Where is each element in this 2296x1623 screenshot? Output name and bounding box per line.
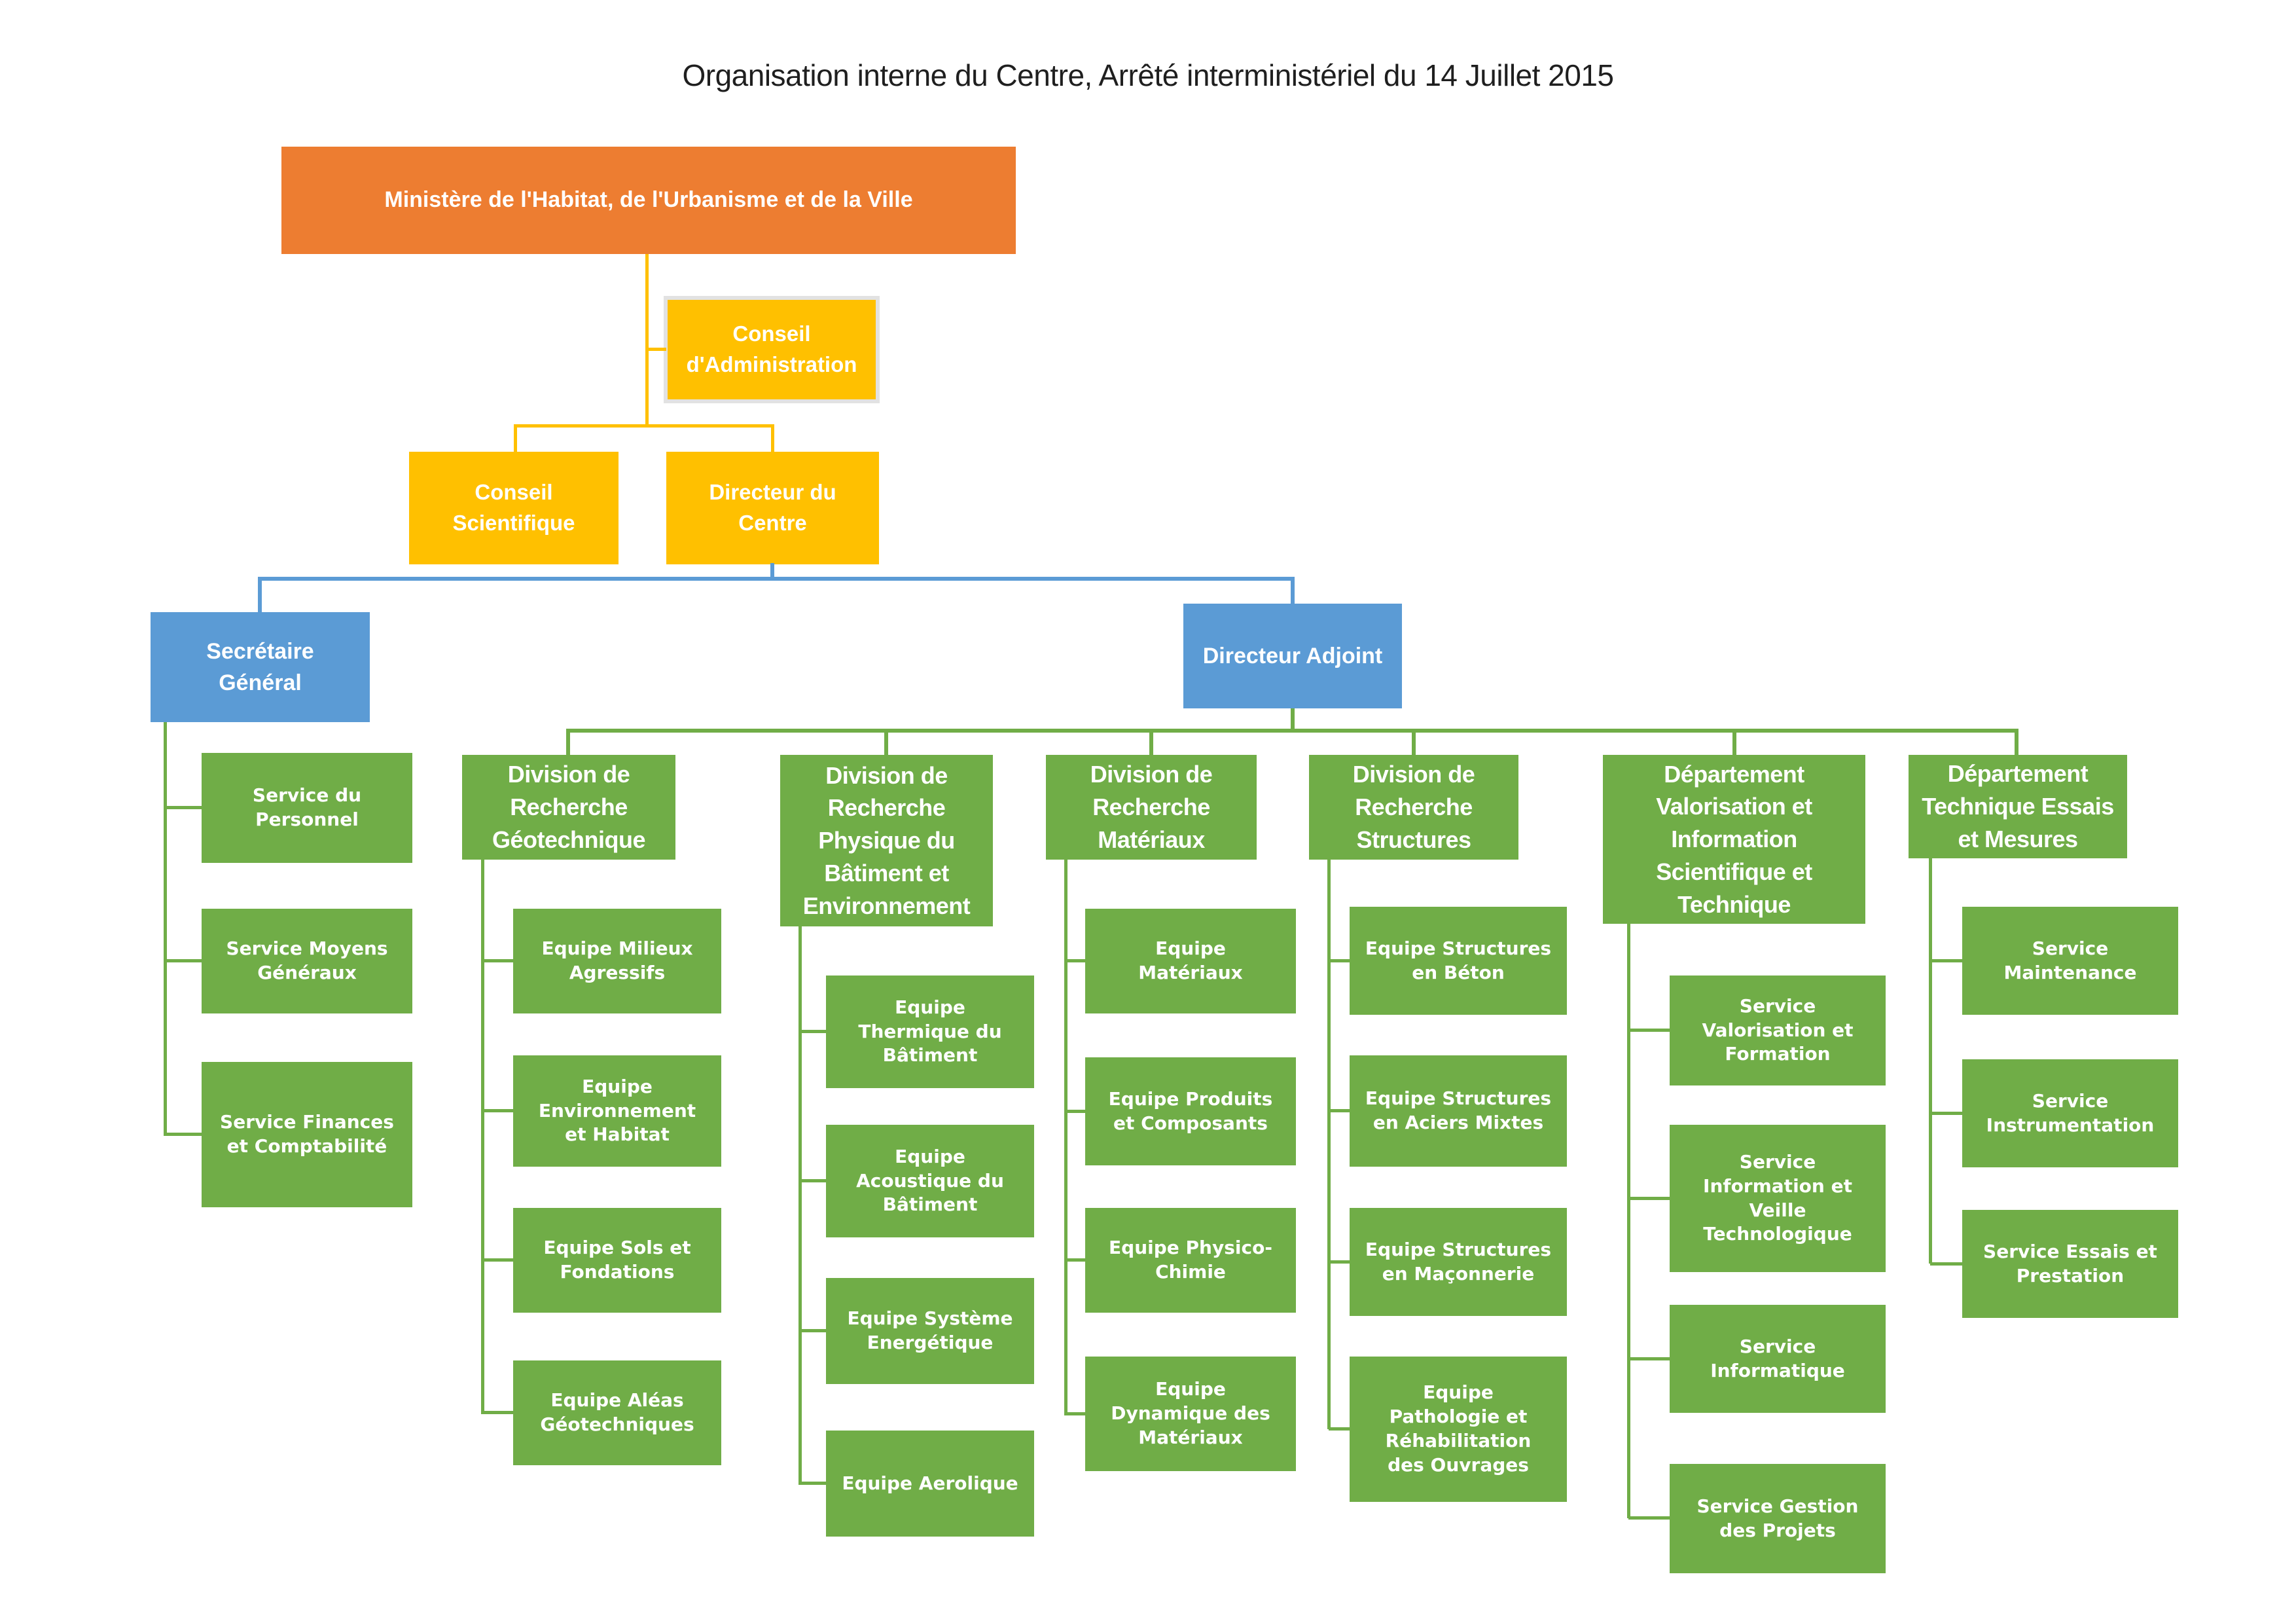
connector-col4-elbow-4 (1329, 1427, 1351, 1431)
node-service-essais-prestation: Service Essais et Prestation (1962, 1210, 2178, 1318)
connector-trunk-drop-2 (884, 731, 888, 756)
node-service-valorisation-formation: Service Valorisation et Formation (1670, 976, 1886, 1085)
connector-sg-elbow-2 (165, 959, 202, 962)
node-equipe-aleas-geotechniques: Equipe Aléas Géotechniques (513, 1360, 721, 1465)
connector-col5-elbow-2 (1628, 1197, 1670, 1200)
node-conseil-administration: Conseil d'Administration (664, 296, 880, 403)
connector-sec-gen-drop (258, 579, 262, 613)
node-equipe-dynamique-materiaux: Equipe Dynamique des Matériaux (1085, 1357, 1296, 1471)
node-service-informatique: Service Informatique (1670, 1305, 1886, 1413)
connector-ministere-riser (645, 254, 649, 428)
connector-trunk-drop-4 (1412, 731, 1416, 756)
node-service-personnel: Service du Personnel (202, 753, 412, 863)
connector-col3-elbow-1 (1066, 959, 1086, 962)
connector-col6-elbow-3 (1930, 1262, 1962, 1266)
node-equipe-environnement-habitat: Equipe Environnement et Habitat (513, 1055, 721, 1167)
connector-col4-elbow-2 (1329, 1109, 1351, 1112)
node-secretaire-general: Secrétaire Général (151, 612, 370, 722)
node-equipe-sols-fondations: Equipe Sols et Fondations (513, 1208, 721, 1313)
connector-col2-elbow-3 (800, 1329, 827, 1332)
node-service-instrumentation: Service Instrumentation (1962, 1059, 2178, 1167)
connector-dir-centre-drop (771, 426, 774, 453)
connector-conseil-sci-drop (514, 426, 517, 453)
connector-col4-elbow-1 (1329, 959, 1351, 962)
connector-col5-elbow-3 (1628, 1357, 1670, 1360)
connector-col5-elbow-1 (1628, 1029, 1670, 1032)
page-title: Organisation interne du Centre, Arrêté i… (682, 58, 1614, 92)
connector-sg-spine (164, 722, 167, 1136)
node-equipe-systeme-energetique: Equipe Système Energétique (826, 1278, 1034, 1384)
connector-col2-spine (798, 926, 802, 1485)
connector-col3-elbow-4 (1066, 1412, 1086, 1415)
node-equipe-materiaux: Equipe Matériaux (1085, 909, 1296, 1013)
connector-green-trunk (566, 729, 2018, 733)
connector-col2-elbow-2 (800, 1179, 827, 1182)
connector-conseil-admin-elbow (647, 348, 666, 351)
connector-col5-elbow-4 (1628, 1516, 1670, 1520)
connector-col1-elbow-2 (482, 1109, 513, 1112)
connector-trunk-drop-3 (1149, 731, 1153, 756)
connector-col3-elbow-3 (1066, 1258, 1086, 1262)
node-equipe-aerolique: Equipe Aerolique (826, 1431, 1034, 1537)
connector-col6-elbow-2 (1930, 1112, 1962, 1115)
connector-dir-adjoint-drop (1291, 579, 1295, 605)
node-departement-valorisation: Département Valorisation et Information … (1603, 755, 1865, 924)
connector-col1-elbow-1 (482, 959, 513, 962)
node-division-physique-batiment: Division de Recherche Physique du Bâtime… (780, 755, 993, 926)
node-division-materiaux: Division de Recherche Matériaux (1046, 755, 1257, 860)
node-equipe-structures-aciers-mixtes: Equipe Structures en Aciers Mixtes (1350, 1055, 1567, 1167)
connector-yellow-split (514, 424, 774, 428)
connector-trunk-drop-1 (566, 731, 570, 756)
connector-sg-elbow-3 (165, 1133, 202, 1136)
connector-dir-adjoint-riser (1291, 708, 1295, 732)
node-directeur-adjoint: Directeur Adjoint (1183, 604, 1402, 708)
connector-col1-elbow-4 (482, 1411, 513, 1414)
connector-col3-spine (1064, 860, 1067, 1415)
node-directeur-centre: Directeur du Centre (666, 452, 879, 564)
connector-col5-spine (1627, 924, 1630, 1518)
connector-col4-spine (1327, 860, 1331, 1429)
node-service-information-veille: Service Information et Veille Technologi… (1670, 1125, 1886, 1272)
connector-col3-elbow-2 (1066, 1110, 1086, 1113)
connector-col2-elbow-4 (800, 1482, 827, 1485)
connector-col4-elbow-3 (1329, 1260, 1351, 1264)
node-equipe-physico-chimie: Equipe Physico- Chimie (1085, 1208, 1296, 1313)
connector-blue-split (258, 577, 1295, 581)
node-service-finances-comptabilite: Service Finances et Comptabilité (202, 1062, 412, 1207)
node-equipe-produits-composants: Equipe Produits et Composants (1085, 1057, 1296, 1165)
node-equipe-structures-beton: Equipe Structures en Béton (1350, 907, 1567, 1015)
connector-trunk-drop-6 (2015, 731, 2018, 756)
connector-col2-elbow-1 (800, 1030, 827, 1033)
node-service-gestion-projets: Service Gestion des Projets (1670, 1464, 1886, 1573)
node-division-geotechnique: Division de Recherche Géotechnique (462, 755, 675, 860)
connector-col6-elbow-1 (1930, 959, 1962, 962)
node-service-maintenance: Service Maintenance (1962, 907, 2178, 1015)
node-service-moyens-generaux: Service Moyens Généraux (202, 909, 412, 1013)
node-conseil-scientifique: Conseil Scientifique (409, 452, 619, 564)
node-equipe-milieux-agressifs: Equipe Milieux Agressifs (513, 909, 721, 1013)
node-ministere: Ministère de l'Habitat, de l'Urbanisme e… (281, 147, 1016, 254)
connector-dir-centre-riser (770, 563, 774, 580)
connector-trunk-drop-5 (1732, 731, 1736, 756)
connector-col1-elbow-3 (482, 1258, 513, 1262)
node-equipe-structures-maconnerie: Equipe Structures en Maçonnerie (1350, 1208, 1567, 1316)
node-departement-technique: Département Technique Essais et Mesures (1909, 755, 2127, 858)
node-division-structures: Division de Recherche Structures (1309, 755, 1518, 860)
node-equipe-thermique-batiment: Equipe Thermique du Bâtiment (826, 976, 1034, 1088)
connector-col1-spine (481, 860, 484, 1414)
node-equipe-pathologie-rehabilitation: Equipe Pathologie et Réhabilitation des … (1350, 1357, 1567, 1502)
node-equipe-acoustique-batiment: Equipe Acoustique du Bâtiment (826, 1125, 1034, 1237)
connector-col6-spine (1929, 858, 1932, 1264)
connector-sg-elbow-1 (165, 806, 202, 809)
